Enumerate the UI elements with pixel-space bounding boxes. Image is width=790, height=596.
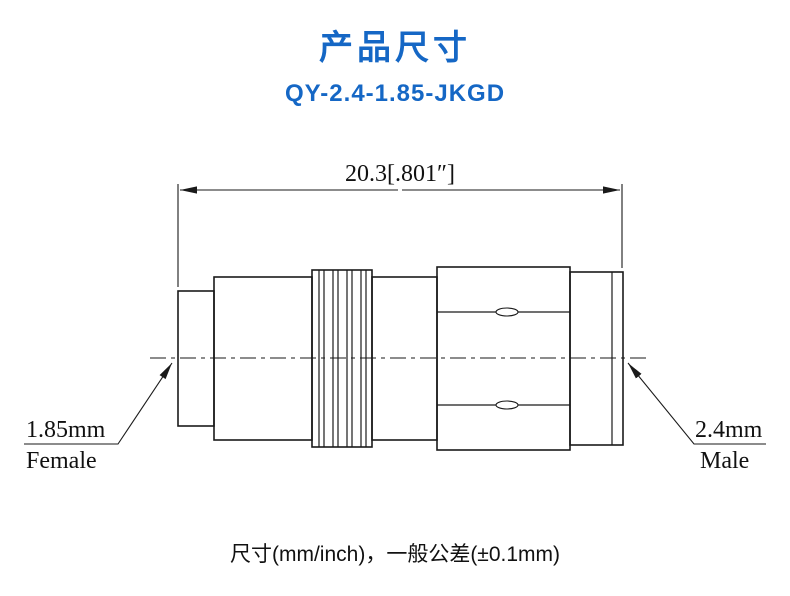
- male-interface-section: [569, 271, 624, 446]
- right-port-size-label: 2.4mm: [695, 417, 763, 443]
- leader-left: [24, 362, 173, 445]
- knurl-ribs: [318, 270, 367, 447]
- right-port-gender-label: Male: [700, 448, 749, 474]
- page-title: 产品尺寸: [319, 29, 471, 67]
- connector-outline: [177, 266, 624, 451]
- hex-lens-top: [495, 307, 519, 317]
- left-port-size-label: 1.85mm: [26, 417, 106, 443]
- left-port-gender-label: Female: [26, 448, 97, 474]
- hex-lens-bottom: [495, 400, 519, 410]
- tolerance-note: 尺寸(mm/inch)，一般公差(±0.1mm): [229, 543, 561, 566]
- model-number: QY-2.4-1.85-JKGD: [284, 80, 506, 107]
- overall-dimension-label: 20.3[.801″]: [345, 161, 455, 187]
- leader-right: [627, 362, 766, 445]
